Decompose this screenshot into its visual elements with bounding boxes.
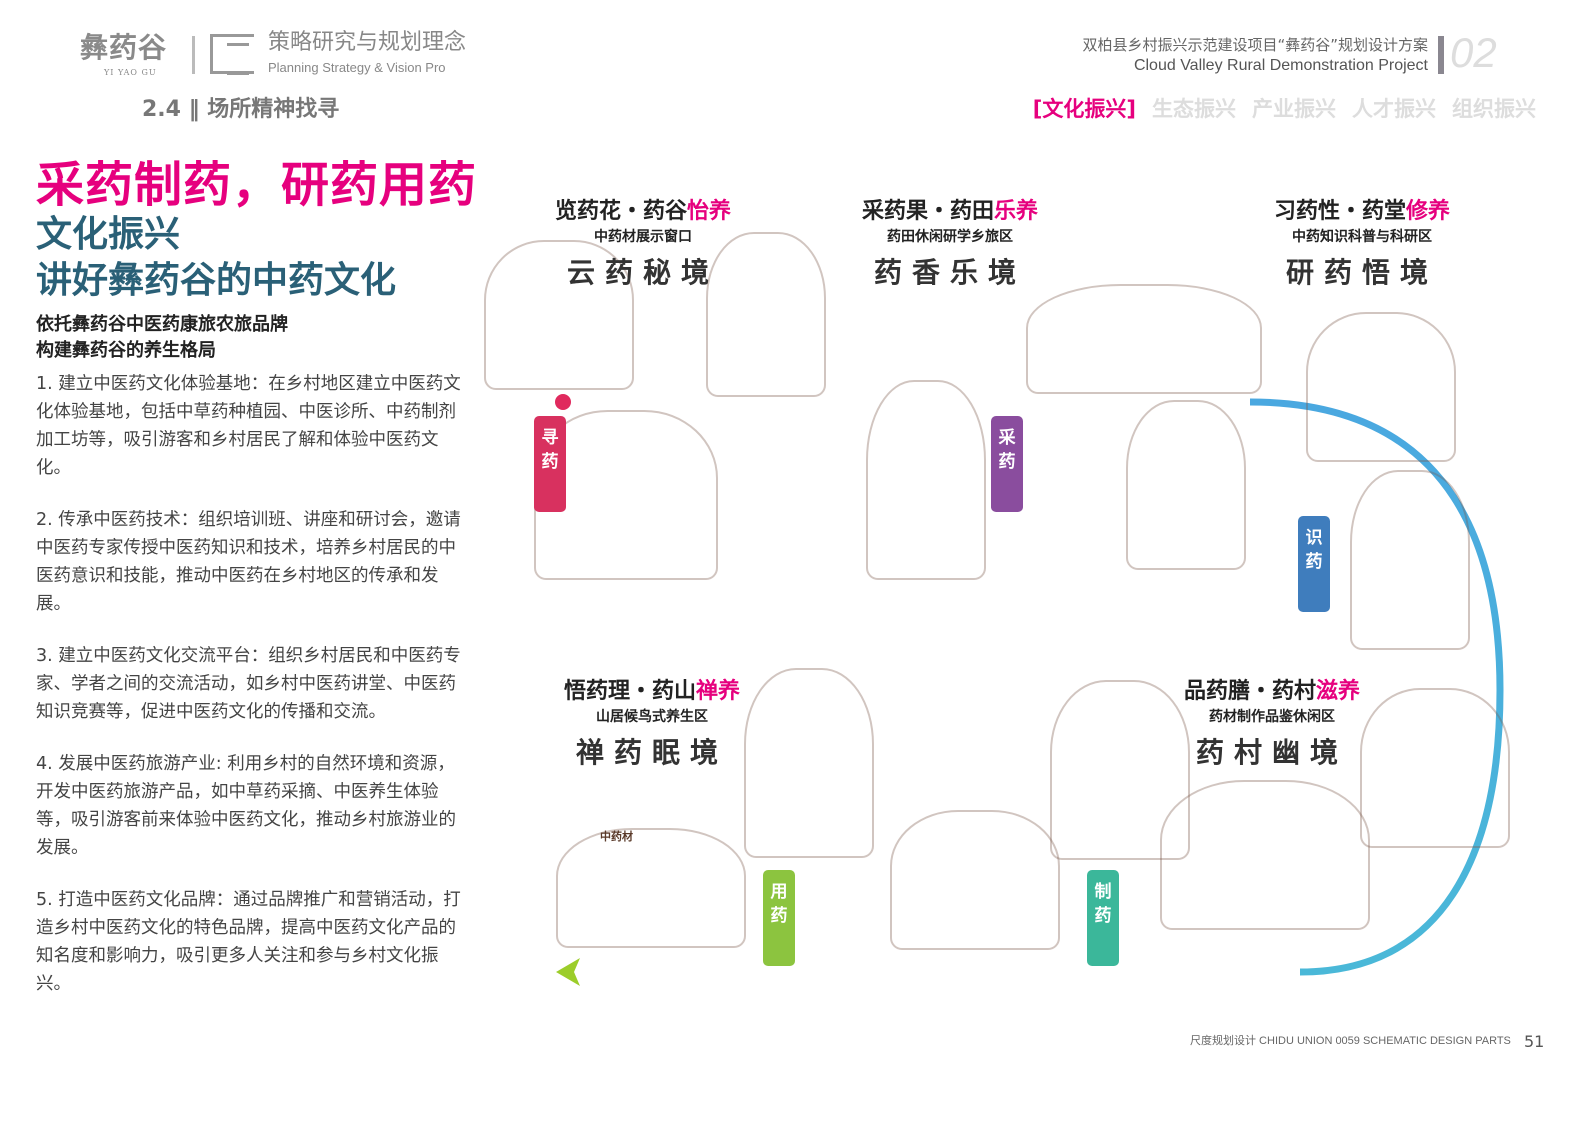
arrow-left-icon — [556, 958, 580, 986]
zone-1: 览药花・药谷怡养 中药材展示窗口 云药秘境 — [548, 198, 738, 290]
illustration-elder-doctor — [1350, 470, 1470, 650]
zone-calligraphy: 药村幽境 — [1195, 736, 1348, 769]
footer-text: 尺度规划设计 CHIDU UNION 0059 SCHEMATIC DESIGN… — [1190, 1035, 1511, 1047]
logo-en: YI YAO GU — [104, 68, 157, 77]
paragraph: 1. 建立中医药文化体验基地：在乡村地区建立中医药文化体验基地，包括中草药种植园… — [36, 374, 461, 478]
tab-ecology[interactable]: 生态振兴 — [1152, 97, 1236, 121]
illustration-seated-man — [1050, 680, 1190, 860]
project-title-en: Cloud Valley Rural Demonstration Project — [1133, 57, 1428, 74]
tab-talent[interactable]: 人才振兴 — [1352, 97, 1436, 121]
zone-calligraphy: 研药悟境 — [1285, 256, 1438, 289]
tag-seek: 寻药 — [534, 416, 566, 512]
body-text: 1. 建立中医药文化体验基地：在乡村地区建立中医药文化体验基地，包括中草药种植园… — [36, 370, 472, 1022]
zone-subtitle: 药田休闲研学乡旅区 — [887, 229, 1013, 245]
header-title: 策略研究与规划理念 — [268, 30, 467, 55]
zone-subtitle: 山居候鸟式养生区 — [596, 709, 708, 725]
zone-calligraphy: 禅药眠境 — [575, 736, 728, 769]
zone-subtitle: 药材制作品鉴休闲区 — [1209, 709, 1335, 725]
lead-line-2: 构建彝药谷的养生格局 — [36, 340, 216, 361]
headline: 采药制药，研药用药 — [36, 157, 478, 213]
subheadline: 文化振兴 — [36, 214, 181, 255]
divider — [192, 36, 195, 74]
illustration-stove — [1360, 688, 1510, 848]
header-subtitle: Planning Strategy & Vision Pro — [268, 60, 446, 75]
paragraph: 5. 打造中医药文化品牌：通过品牌推广和营销活动，打造乡村中医药文化的特色品牌，… — [36, 890, 461, 994]
page-number: 51 — [1524, 1032, 1545, 1051]
zone-subtitle: 中药材展示窗口 — [594, 229, 692, 245]
paragraph: 4. 发展中医药旅游产业: 利用乡村的自然环境和资源，开发中医药旅游产品，如中草… — [36, 754, 456, 858]
tab-culture[interactable]: [文化振兴] — [1032, 97, 1136, 121]
paragraph: 2. 传承中医药技术：组织培训班、讲座和研讨会，邀请中医药专家传授中医药知识和技… — [36, 510, 461, 614]
illustration-drying-rack — [866, 380, 986, 580]
illustration-reading-scholar — [1306, 312, 1456, 462]
section-title: 2.4 ‖ 场所精神找寻 — [142, 97, 340, 122]
zone-5: 品药膳・药村滋养 药材制作品鉴休闲区 药村幽境 — [1174, 678, 1370, 770]
zone-title: 览药花・药谷怡养 — [554, 199, 732, 224]
illustration-press — [1160, 780, 1370, 930]
tab-industry[interactable]: 产业振兴 — [1252, 97, 1336, 121]
lead-line-1: 依托彝药谷中医药康旅农旅品牌 — [36, 314, 288, 335]
tag-collect: 采药 — [991, 416, 1023, 512]
illustration-label: 中药材 — [600, 830, 633, 843]
zone-calligraphy: 云药秘境 — [566, 256, 719, 289]
illustration-herb-gatherer — [484, 240, 634, 390]
zone-title: 品药膳・药村滋养 — [1183, 679, 1361, 704]
zone-title: 习药性・药堂修养 — [1273, 199, 1451, 224]
tag-identify: 识药 — [1298, 516, 1330, 612]
logo: 彝药谷 — [80, 31, 168, 64]
category-tabs: [文化振兴] 生态振兴 产业振兴 人才振兴 组织振兴 — [1033, 96, 1536, 122]
zone-title: 采药果・药田乐养 — [861, 199, 1039, 224]
illustration-grinding — [890, 810, 1060, 950]
illustration-teapot — [556, 828, 746, 948]
zone-title: 悟药理・药山禅养 — [563, 679, 741, 704]
zone-subtitle: 中药知识科普与科研区 — [1292, 229, 1432, 245]
project-title: 双柏县乡村振兴示范建设项目“彝药谷”规划设计方案 — [1082, 36, 1428, 54]
chapter-number: 02 — [1450, 29, 1497, 76]
tag-use: 用药 — [763, 870, 795, 966]
paragraph: 3. 建立中医药文化交流平台：组织乡村居民和中医药专家、学者之间的交流活动，如乡… — [36, 646, 461, 722]
illustration-scholar-basket — [706, 232, 826, 397]
path-start-dot — [555, 394, 571, 410]
illustration-teaching-group — [1026, 284, 1262, 394]
brand-mark-icon — [210, 34, 254, 75]
zone-calligraphy: 药香乐境 — [873, 256, 1026, 289]
subheadline-2: 讲好彝药谷的中药文化 — [36, 260, 397, 301]
illustration-cutting-herbs — [1126, 400, 1246, 570]
tag-make: 制药 — [1087, 870, 1119, 966]
divider — [1438, 36, 1444, 74]
zone-2: 采药果・药田乐养 药田休闲研学乡旅区 药香乐境 — [852, 198, 1048, 290]
zone-3: 习药性・药堂修养 中药知识科普与科研区 研药悟境 — [1264, 198, 1460, 290]
lead-text: 依托彝药谷中医药康旅农旅品牌 构建彝药谷的养生格局 — [36, 312, 288, 364]
tab-organization[interactable]: 组织振兴 — [1452, 97, 1536, 121]
illustration-brewing-medicine — [744, 668, 874, 858]
zone-4: 悟药理・药山禅养 山居候鸟式养生区 禅药眠境 — [554, 678, 750, 770]
